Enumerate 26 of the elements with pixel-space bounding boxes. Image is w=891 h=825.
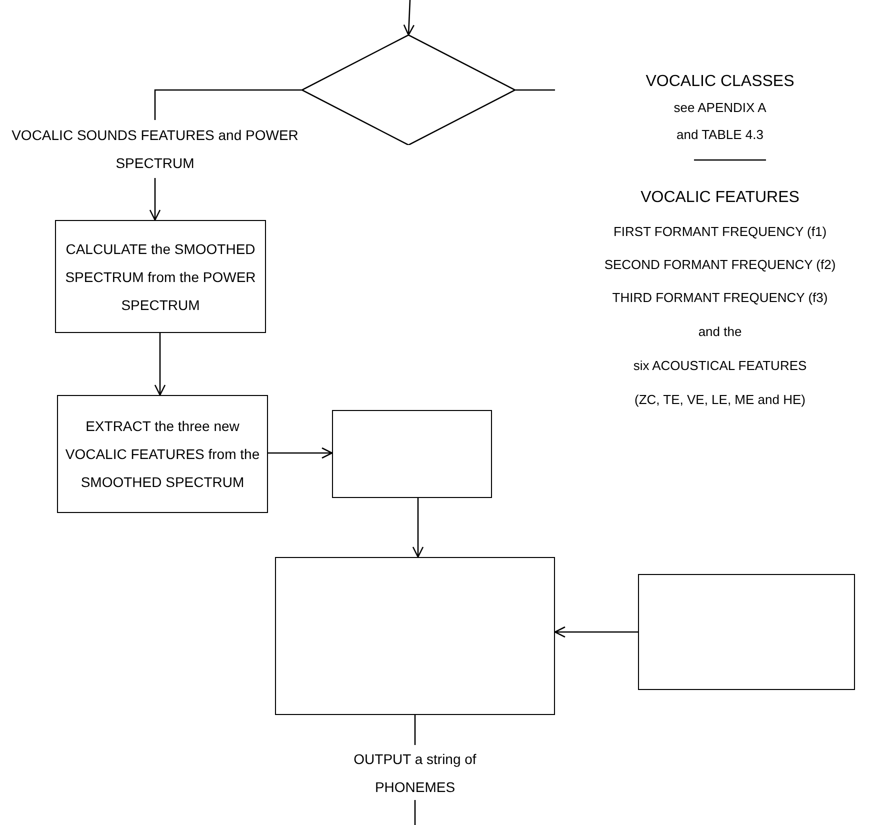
connector-line bbox=[515, 89, 555, 91]
connector-line bbox=[414, 800, 416, 825]
arrow bbox=[403, 0, 415, 36]
arrow bbox=[154, 333, 166, 396]
arrow bbox=[554, 626, 638, 638]
decision-diamond bbox=[302, 35, 515, 145]
note-text: FIRST FORMANT FREQUENCY (f1) bbox=[612, 223, 828, 241]
note-text: six ACOUSTICAL FEATURES bbox=[632, 357, 808, 375]
note-text: and TABLE 4.3 bbox=[676, 126, 764, 144]
note-text: SECOND FORMANT FREQUENCY (f2) bbox=[603, 256, 837, 274]
process-box bbox=[638, 574, 855, 690]
arrow bbox=[149, 178, 161, 221]
arrow bbox=[412, 498, 424, 558]
note-text: and the bbox=[697, 323, 743, 341]
note-text: see APENDIX A bbox=[672, 99, 768, 117]
connector-line bbox=[154, 89, 302, 120]
process-box bbox=[332, 410, 492, 498]
note-text: THIRD FORMANT FREQUENCY (f3) bbox=[611, 289, 829, 307]
arrow bbox=[268, 447, 333, 459]
process-box: EXTRACT the three new VOCALIC FEATURES from the SMOOTHED SPECTRUM bbox=[57, 395, 268, 513]
process-box bbox=[275, 557, 555, 715]
connector-line bbox=[414, 715, 416, 745]
note-text: VOCALIC FEATURES bbox=[640, 188, 800, 208]
note-text: VOCALIC CLASSES bbox=[644, 72, 796, 92]
process-box: CALCULATE the SMOOTHED SPECTRUM from the POWER SPECTRUM bbox=[55, 220, 266, 333]
note-text: (ZC, TE, VE, LE, ME and HE) bbox=[634, 391, 806, 409]
